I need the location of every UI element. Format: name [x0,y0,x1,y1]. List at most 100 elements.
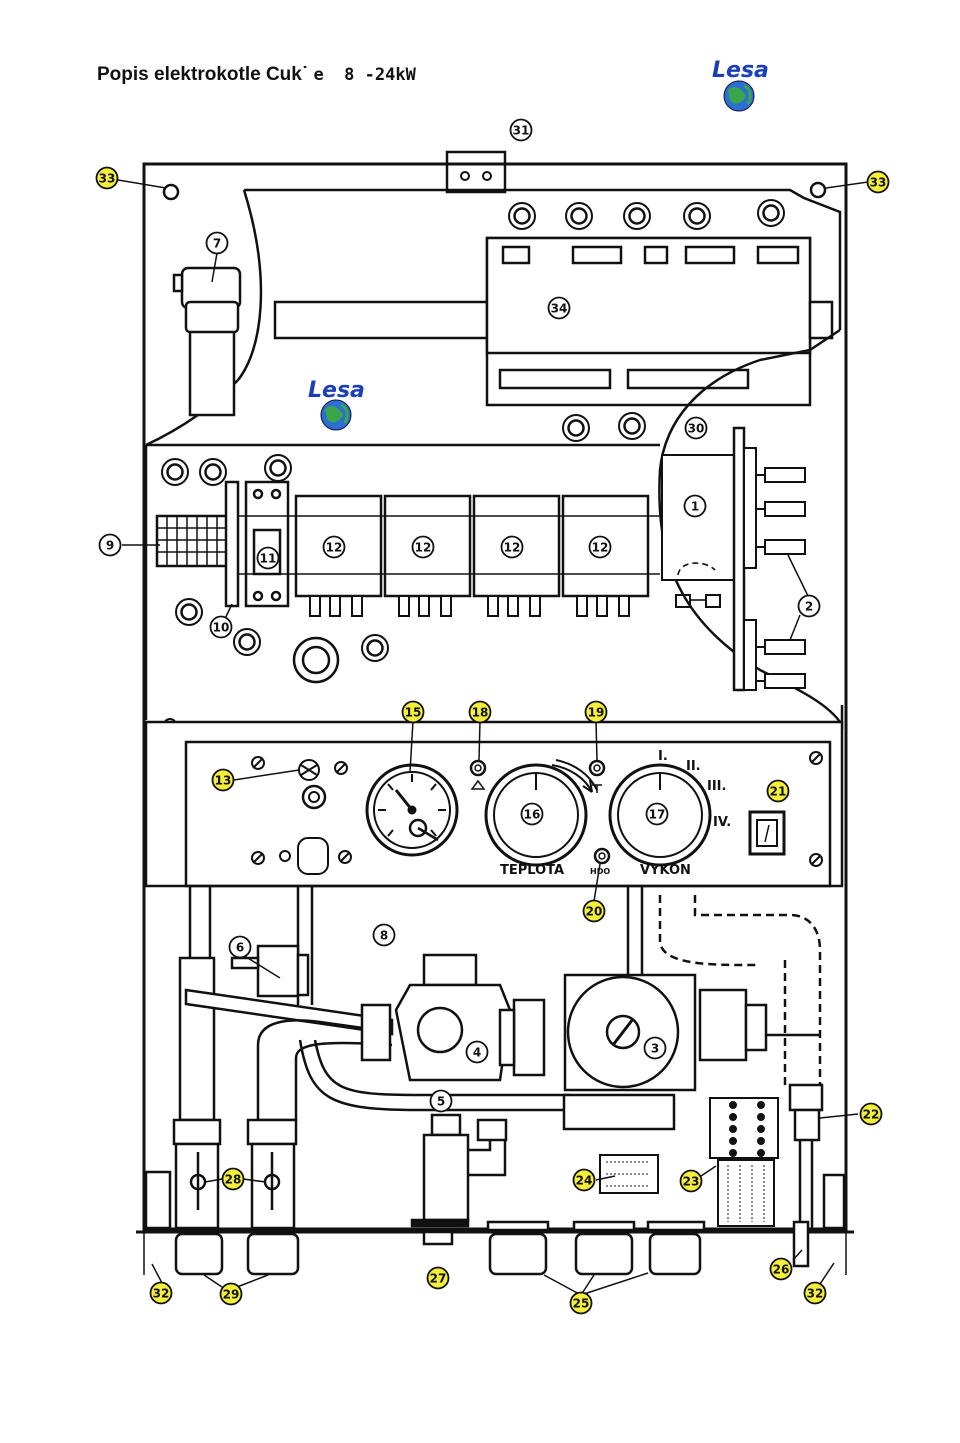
callout-7: 7 [205,231,229,255]
leader-lines [117,179,869,1296]
callout-30: 30 [684,416,708,440]
callout-13: 13 [211,768,235,792]
callout-28: 28 [221,1167,245,1191]
callouts-yellow: 33 33 21 13 15 18 19 20 22 23 24 28 26 2… [95,166,890,1315]
callout-9: 9 [98,533,122,557]
svg-text:21: 21 [770,785,787,799]
svg-text:22: 22 [863,1108,880,1122]
power-level-2: II. [686,759,701,774]
callout-6: 6 [228,935,252,959]
callout-22: 22 [859,1102,883,1126]
svg-text:12: 12 [504,541,521,555]
panel-indicators [469,759,611,865]
callout-31: 31 [509,118,533,142]
svg-text:3: 3 [651,1042,659,1056]
callout-11: 11 [256,546,280,570]
callout-8: 8 [372,923,396,947]
shutoff-valves-28 [144,1118,846,1230]
power-dial-17 [608,763,712,867]
title-dot: ˙ [301,64,309,85]
hdo-label: HDO [590,867,610,876]
callout-12-a: 12 [322,535,346,559]
top-hanger-bracket [445,150,507,194]
svg-text:25: 25 [573,1297,590,1311]
callout-32-right: 32 [803,1281,827,1305]
contactor-34 [273,236,834,407]
logo-text-top: Lesa [712,58,769,83]
power-label: VYKON [640,863,691,878]
svg-text:27: 27 [430,1272,447,1286]
control-panel [144,720,844,888]
callout-12-c: 12 [500,535,524,559]
power-level-3: III. [707,779,726,794]
callout-34: 34 [547,296,571,320]
callout-21: 21 [766,779,790,803]
power-level-1: I. [658,749,668,764]
thermostat-compartment [658,328,844,730]
svg-text:6: 6 [236,941,244,955]
svg-text:12: 12 [592,541,609,555]
svg-text:33: 33 [99,172,116,186]
svg-text:28: 28 [225,1173,242,1187]
temperature-dial-16 [484,759,598,867]
svg-text:4: 4 [473,1046,481,1060]
callout-2: 2 [797,594,821,618]
callout-33-left: 33 [95,166,119,190]
callout-27: 27 [426,1266,450,1290]
svg-text:20: 20 [586,905,603,919]
relay-row [155,480,660,617]
svg-text:32: 32 [153,1287,170,1301]
title-main: Popis elektrokotle Cuk [97,64,302,85]
callout-20: 20 [582,899,606,923]
logo-text-middle: Lesa [308,378,365,403]
svg-text:10: 10 [213,621,230,635]
svg-text:23: 23 [683,1175,700,1189]
callout-24: 24 [572,1168,596,1192]
terminal-nuts-middle [160,453,390,732]
svg-text:7: 7 [213,237,221,251]
svg-text:17: 17 [649,808,666,822]
svg-text:1: 1 [691,500,699,514]
pressure-gauge-15 [365,763,459,857]
callout-33-right: 33 [866,170,890,194]
callouts-white: 31 7 34 30 1 2 9 11 12 12 12 12 10 16 17… [98,118,821,1113]
lesa-logo-top: Lesa [712,58,769,112]
callout-5: 5 [429,1089,453,1113]
svg-text:9: 9 [106,539,114,553]
callout-15: 15 [401,700,425,724]
svg-text:29: 29 [223,1288,240,1302]
rating-plate-24 [599,1154,659,1194]
bottom-glands [174,1220,810,1276]
callout-19: 19 [584,700,608,724]
svg-text:2: 2 [805,600,813,614]
callout-26: 26 [769,1257,793,1281]
callout-25: 25 [569,1291,593,1315]
svg-text:12: 12 [326,541,343,555]
svg-text:8: 8 [380,929,388,943]
svg-text:12: 12 [415,541,432,555]
terminal-block-23 [709,1097,779,1227]
mounting-holes [162,181,827,201]
svg-text:11: 11 [260,552,277,566]
temp-label: TEPLOTA [500,863,564,878]
callout-4: 4 [465,1040,489,1064]
title-suffix: e 8 -24kW [313,65,416,85]
callout-3: 3 [643,1036,667,1060]
callout-12-d: 12 [588,535,612,559]
panel-labels: TEPLOTA VYKON HDO I. II. III. IV. [500,749,731,878]
svg-text:15: 15 [405,706,422,720]
callout-18: 18 [468,700,492,724]
svg-text:13: 13 [215,774,232,788]
main-switch-21 [748,810,786,856]
svg-text:18: 18 [472,706,489,720]
svg-text:34: 34 [551,302,568,316]
inner-panel-outline [144,188,842,720]
callout-17: 17 [645,802,669,826]
callout-1: 1 [683,494,707,518]
svg-text:30: 30 [688,422,705,436]
callout-16: 16 [520,802,544,826]
callout-23: 23 [679,1169,703,1193]
callout-32-left: 32 [149,1281,173,1305]
svg-text:19: 19 [588,706,605,720]
